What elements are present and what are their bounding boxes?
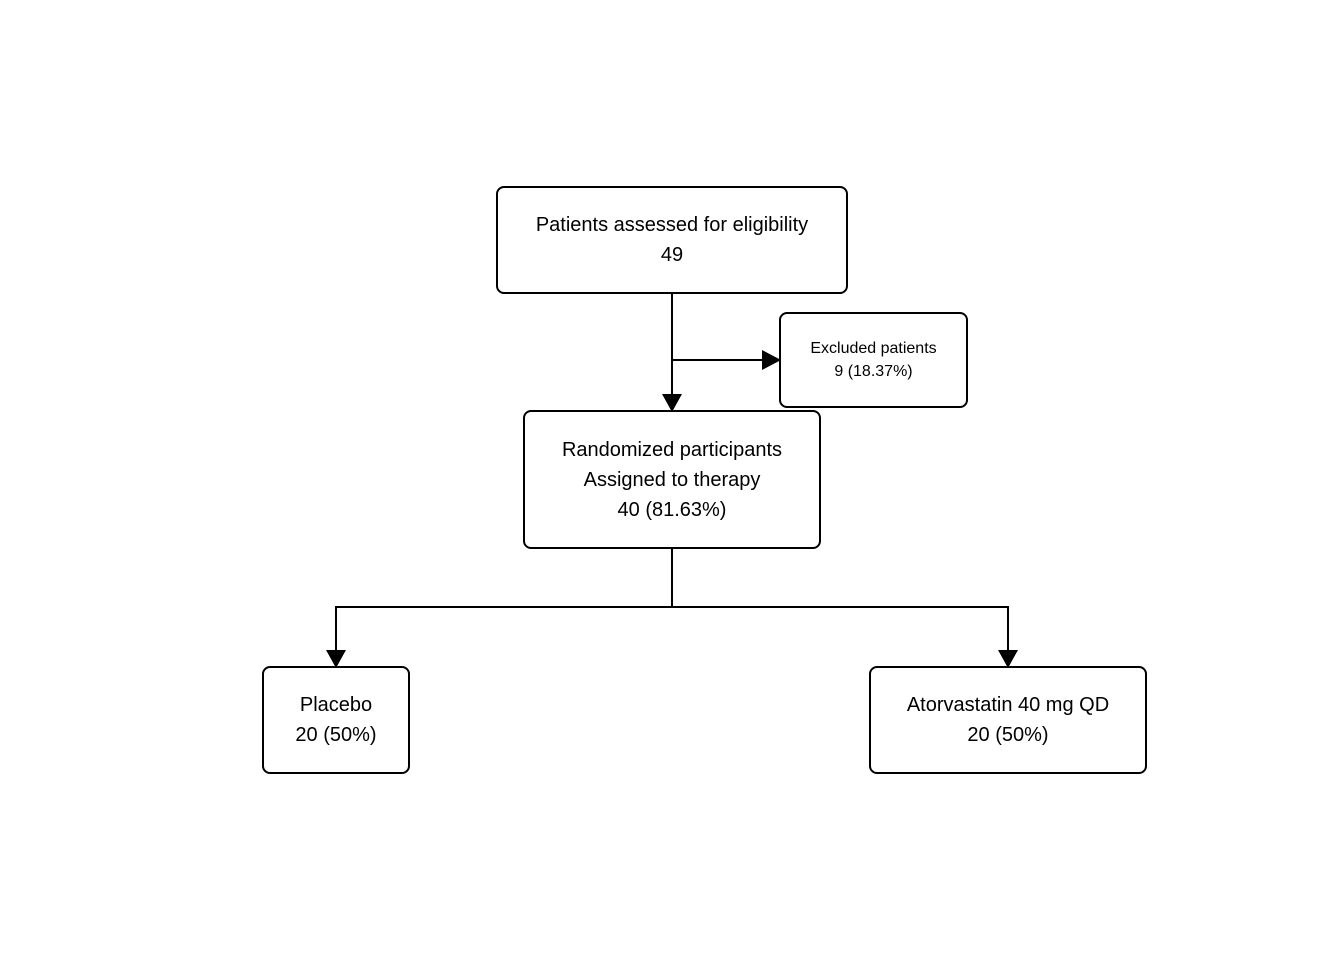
assessed-box: Patients assessed for eligibility 49 xyxy=(496,186,848,294)
excluded-count: 9 (18.37%) xyxy=(834,363,913,380)
placebo-label: Placebo xyxy=(299,694,373,716)
placebo-box: Placebo 20 (50%) xyxy=(262,666,410,774)
arrowhead-to-excluded xyxy=(762,350,781,370)
atorvastatin-box: Atorvastatin 40 mg QD 20 (50%) xyxy=(869,666,1147,774)
excluded-label: Excluded patients xyxy=(810,340,937,357)
randomized-box: Randomized participants Assigned to ther… xyxy=(523,410,821,549)
randomized-count: 40 (81.63%) xyxy=(617,498,727,521)
randomized-label-line2: Assigned to therapy xyxy=(583,468,761,491)
assessed-count: 49 xyxy=(660,244,684,266)
placebo-count: 20 (50%) xyxy=(295,724,377,746)
randomized-label-line1: Randomized participants xyxy=(561,438,783,461)
arrowhead-to-atorvastatin xyxy=(998,650,1018,668)
arrowhead-to-placebo xyxy=(326,650,346,668)
atorvastatin-label: Atorvastatin 40 mg QD xyxy=(906,694,1110,716)
arrowhead-to-randomized xyxy=(662,394,682,412)
assessed-label: Patients assessed for eligibility xyxy=(535,214,809,236)
excluded-box: Excluded patients 9 (18.37%) xyxy=(779,312,968,408)
atorvastatin-count: 20 (50%) xyxy=(967,724,1049,746)
